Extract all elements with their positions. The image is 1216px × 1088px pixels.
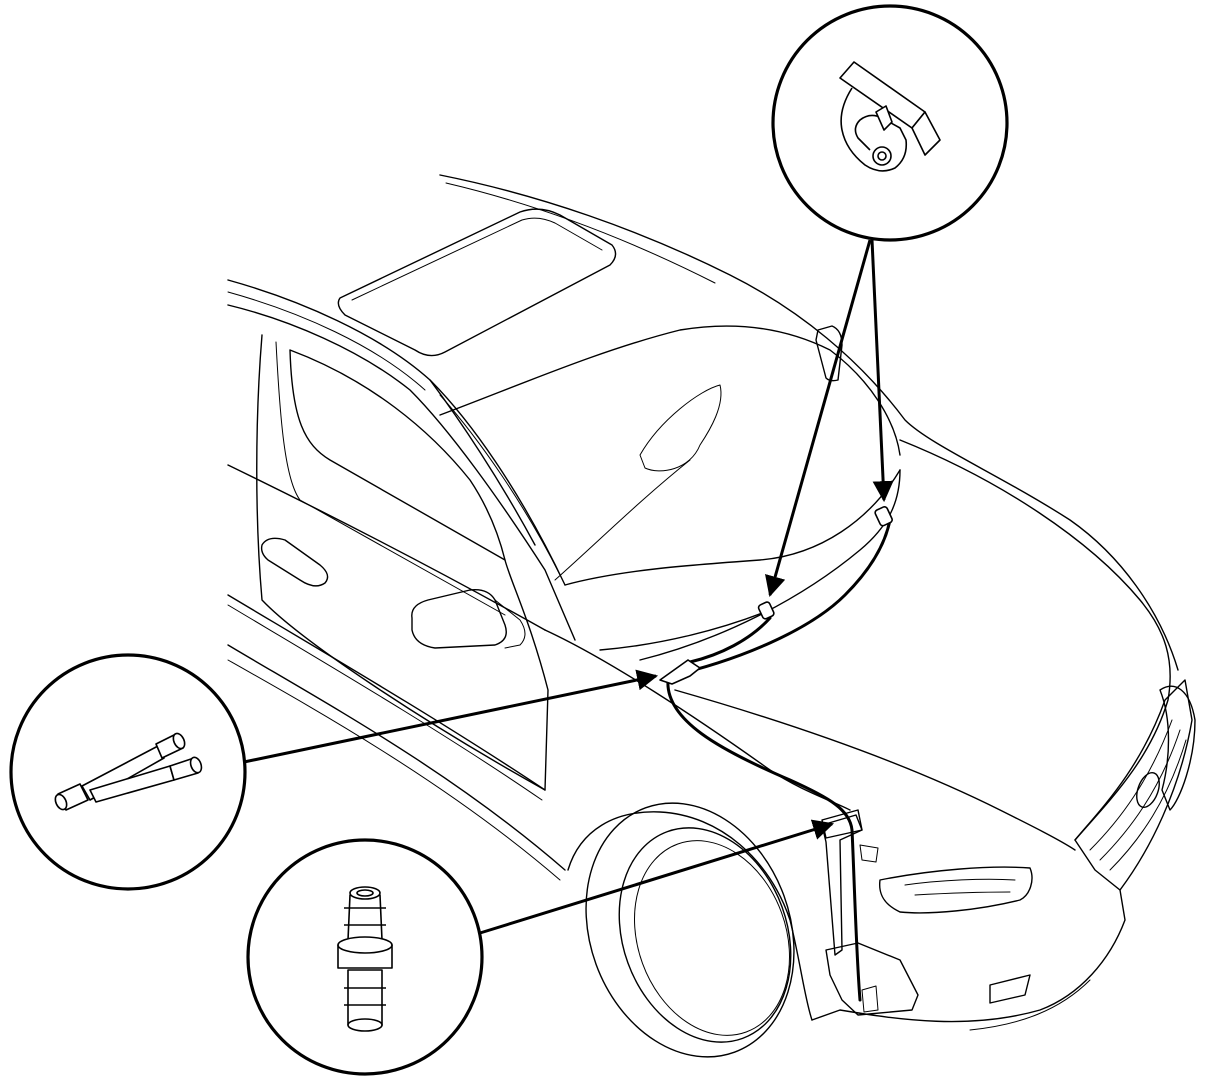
y-joint xyxy=(659,659,701,685)
wheel-arch xyxy=(567,811,813,1021)
a-pillar-inner xyxy=(439,394,561,576)
windshield-top xyxy=(439,325,901,456)
body-side-mid xyxy=(227,594,546,791)
hose-to-left-nozzle xyxy=(688,616,772,664)
body-side-upper xyxy=(227,464,546,631)
filler-neck xyxy=(821,814,863,956)
washer-reservoir xyxy=(821,809,919,1016)
left-nozzle xyxy=(757,601,775,620)
reservoir-bracket xyxy=(859,844,879,863)
right-mirror xyxy=(815,325,843,382)
check-valve-callout xyxy=(771,4,1009,242)
car-illustration xyxy=(227,174,1196,1058)
grille-frame xyxy=(1074,679,1193,891)
body-side-mid-2 xyxy=(227,604,543,801)
door-handle xyxy=(260,537,329,587)
front-door xyxy=(256,334,549,791)
sunroof-inner xyxy=(351,217,603,301)
fender-top xyxy=(544,629,851,811)
roof-side xyxy=(227,279,536,546)
headlight-left xyxy=(878,866,1033,914)
leader-lines xyxy=(243,239,894,935)
grille-bar-2 xyxy=(1099,729,1181,861)
leader-check-valve-left xyxy=(765,239,872,598)
a-pillar xyxy=(429,379,566,586)
front-tire xyxy=(585,802,795,1058)
sunroof xyxy=(337,208,617,357)
emblem xyxy=(1136,772,1160,808)
cowl xyxy=(599,609,771,651)
side-mirror xyxy=(411,589,507,649)
check-valve-clip-icon xyxy=(839,61,941,172)
door-window xyxy=(289,349,506,561)
straight-joint-connector-icon xyxy=(337,886,393,1032)
windshield-bottom xyxy=(564,469,901,586)
roof-rail xyxy=(227,304,576,641)
reservoir-tank xyxy=(825,942,919,1016)
roof-edge xyxy=(439,174,1179,671)
rocker xyxy=(227,659,561,881)
headlight-right xyxy=(1159,685,1196,811)
reservoir-pump xyxy=(861,985,879,1013)
headlight-left-inner xyxy=(904,878,1016,896)
y-joint-connector-icon xyxy=(54,732,203,811)
windshield-reflect xyxy=(639,384,722,472)
straight-joint-callout xyxy=(246,838,484,1076)
dash xyxy=(554,459,691,581)
washer-hose xyxy=(659,505,893,1002)
hood-side xyxy=(674,689,1076,851)
roof-edge-inner xyxy=(445,182,716,284)
y-joint-callout xyxy=(9,653,247,891)
door-window-frame xyxy=(275,341,506,616)
fog-light xyxy=(989,974,1031,1004)
front-bumper xyxy=(811,889,1126,1023)
hose-to-reservoir xyxy=(666,678,862,1002)
side-mirror-base xyxy=(494,599,526,649)
roof-side-2 xyxy=(227,291,426,391)
hood-front xyxy=(899,439,1171,841)
hood-rear-edge xyxy=(639,469,901,661)
leader-check-valve-right xyxy=(870,239,894,503)
grille-bar-1 xyxy=(1089,719,1173,851)
grille-bar-3 xyxy=(1109,739,1187,871)
leader-y-joint xyxy=(243,669,659,764)
bumper-lower xyxy=(969,979,1091,1031)
right-nozzle xyxy=(874,505,893,527)
body-side-lower xyxy=(227,644,566,871)
leader-straight-joint xyxy=(479,819,835,935)
hose-to-right-nozzle xyxy=(668,518,892,678)
